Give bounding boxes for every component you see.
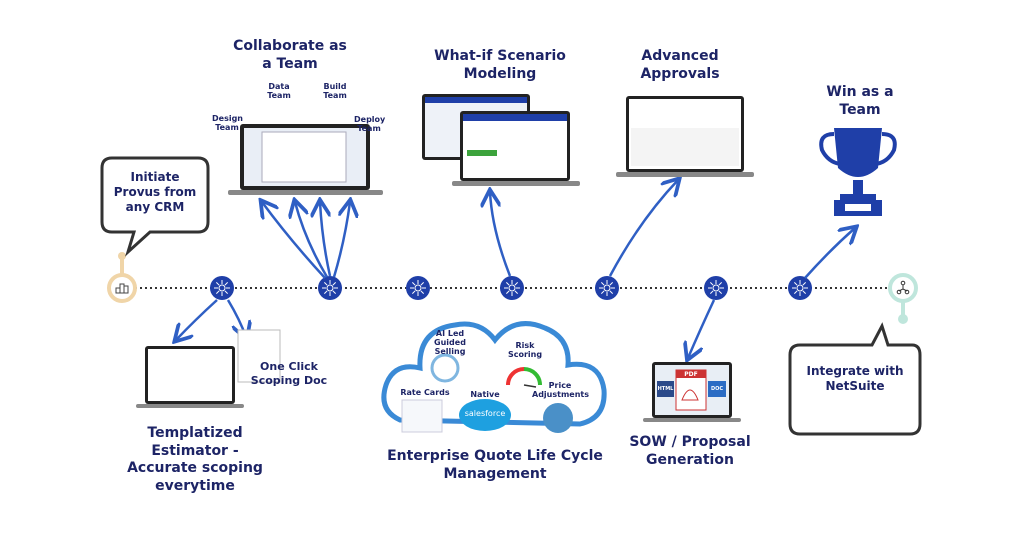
timeline-node (595, 276, 619, 300)
arrow (688, 299, 716, 358)
approvals-laptop (616, 96, 754, 177)
timeline-node (210, 276, 234, 300)
hub-arrows-icon (410, 280, 426, 296)
price-adjustments-icon (543, 403, 573, 433)
rate-cards-label: Rate Cards (400, 388, 450, 397)
integrate-text: Integrate with NetSuite (806, 364, 904, 393)
html-label: HTML (657, 386, 674, 392)
hub-arrows-icon (792, 280, 808, 296)
scoping-doc-label: One Click Scoping Doc (250, 360, 328, 387)
timeline-node (318, 276, 342, 300)
arrow (295, 202, 329, 278)
arrow (320, 202, 332, 277)
sow-laptop (643, 362, 741, 422)
cloud-shape (381, 321, 607, 427)
design-team-label: Design Team (212, 114, 243, 132)
risk-scoring-label: Risk Scoring (507, 341, 543, 359)
timeline-node (500, 276, 524, 300)
network-hub-icon (896, 280, 910, 295)
native-label: Native (470, 390, 500, 399)
guided-selling-icon (430, 353, 460, 383)
arrow (262, 202, 326, 279)
doc-file-icon (708, 381, 726, 397)
risk-gauge-icon (506, 367, 525, 386)
timeline-node (788, 276, 812, 300)
end-pin (888, 273, 918, 324)
arrow (804, 228, 855, 279)
html-file-icon (657, 381, 674, 397)
sow-title: SOW / Proposal Generation (629, 434, 751, 468)
scoping-doc-page (237, 329, 281, 383)
trophy-icon (819, 128, 897, 216)
salesforce-logo (459, 399, 511, 431)
build-team-label: Build Team (323, 82, 347, 100)
connector-arrows (176, 180, 855, 358)
initiate-text: Initiate Provus from any CRM (113, 170, 197, 214)
price-adjustments-label: Price Adjustments (532, 381, 589, 399)
eqlm-title: Enterprise Quote Life Cycle Management (387, 448, 603, 482)
rate-cards-thumbnail (401, 399, 443, 433)
hub-arrows-icon (504, 280, 520, 296)
collaborate-title: Collaborate as a Team (233, 38, 347, 72)
arrow (608, 180, 678, 277)
hub-arrows-icon (708, 280, 724, 296)
arrow (332, 202, 350, 278)
whatif-title: What-if Scenario Modeling (434, 48, 566, 82)
pdf-icon (681, 389, 699, 401)
timeline-nodes (210, 276, 812, 300)
timeline-node (704, 276, 728, 300)
speech-bubble-initiate (100, 156, 210, 257)
hub-arrows-icon (214, 280, 230, 296)
salesforce-label: salesforce (464, 409, 506, 418)
start-pin (107, 252, 137, 303)
speech-bubble-integrate (788, 322, 922, 436)
collaborate-laptop (228, 124, 383, 195)
ai-guided-selling-label: AI Led Guided Selling (434, 329, 466, 356)
pdf-label: PDF (684, 371, 698, 378)
bar-chart-icon (115, 283, 129, 294)
deploy-team-label: Deploy Team (354, 115, 386, 133)
arrow (176, 299, 218, 340)
hub-arrows-icon (322, 280, 338, 296)
doc-label: DOC (710, 386, 724, 392)
arrow (490, 192, 512, 277)
estimator-laptop (136, 329, 281, 408)
approvals-title: Advanced Approvals (640, 48, 720, 82)
hub-arrows-icon (599, 280, 615, 296)
data-team-label: Data Team (267, 82, 291, 100)
estimator-title: Templatized Estimator - Accurate scoping… (127, 425, 263, 494)
timeline-node (406, 276, 430, 300)
whatif-laptop-front (452, 111, 580, 186)
win-title: Win as a Team (826, 84, 894, 118)
